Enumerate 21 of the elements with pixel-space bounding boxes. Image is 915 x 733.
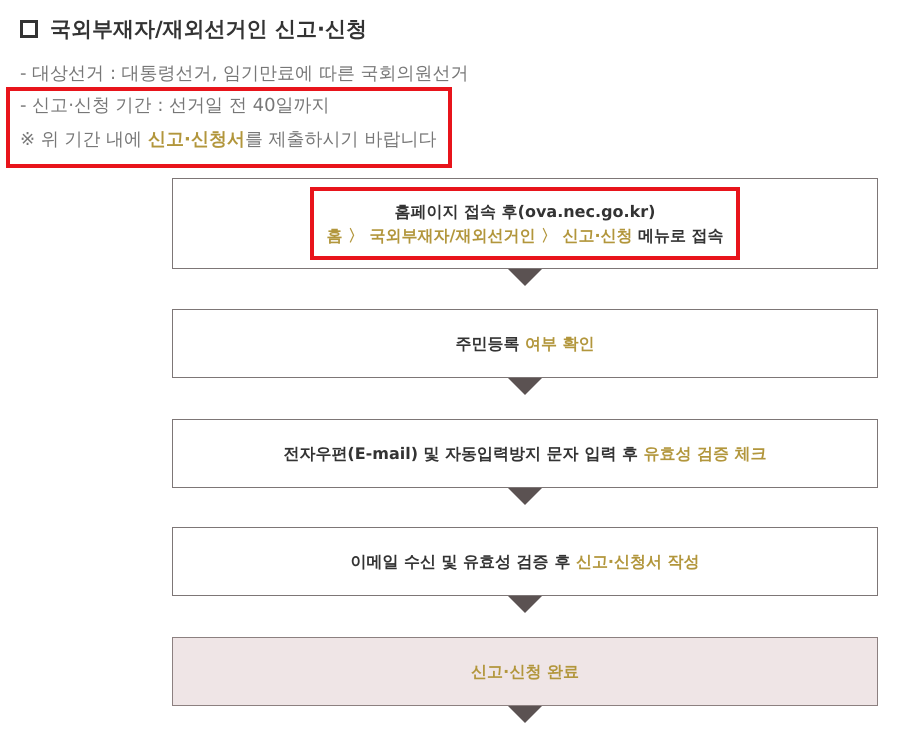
step-text: 홈 〉 국외부재자/재외선거인 〉 신고·신청 메뉴로 접속 [326,225,724,247]
step-text: 주민등록 여부 확인 [455,332,595,354]
process-box [172,178,878,269]
step-text: 이메일 수신 및 유효성 검증 후 신고·신청서 작성 [350,550,700,572]
process-box [172,419,878,488]
note-text: - 신고·신청 기간 : 선거일 전 40일까지 [20,94,331,118]
page-title: 국외부재자/재외선거인 신고·신청 [50,16,367,43]
arrow [508,488,542,505]
arrow [508,378,542,395]
step-text: 전자우편(E-mail) 및 자동입력방지 문자 입력 후 유효성 검증 체크 [283,442,767,464]
highlight-frame [310,187,740,260]
arrow [508,706,542,723]
step-text: 홈페이지 접속 후(ova.nec.go.kr) [394,201,656,223]
highlight-frame [6,87,452,168]
note-text: ※ 위 기간 내에 신고·신청서를 제출하시기 바랍니다 [20,128,436,152]
process-box [172,309,878,378]
arrow [508,596,542,613]
note-text: - 대상선거 : 대통령선거, 임기만료에 따른 국회의원선거 [20,62,469,86]
process-box [172,637,878,706]
process-box [172,527,878,596]
step-text: 신고·신청 완료 [471,660,579,682]
